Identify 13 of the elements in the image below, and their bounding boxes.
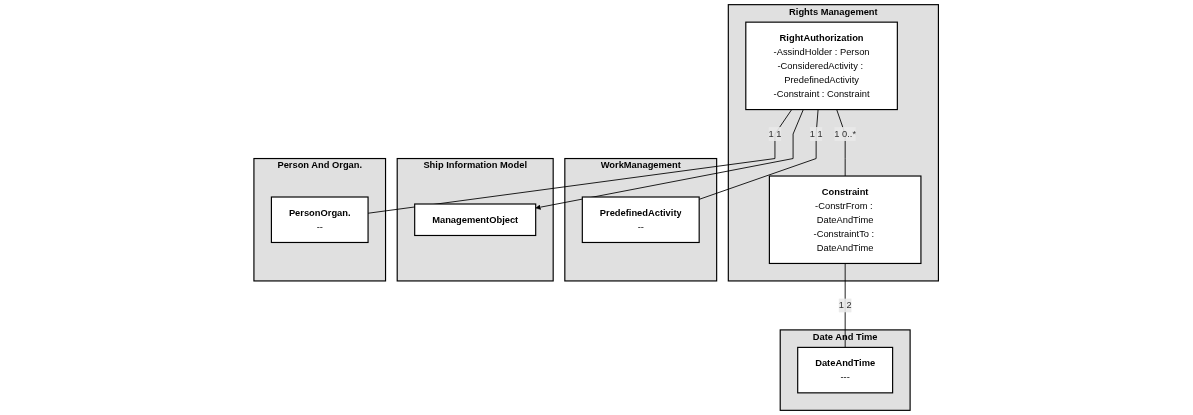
- edge-label: 1 2: [839, 300, 852, 311]
- edge-label: 1 1: [768, 128, 782, 139]
- node-box: ManagementObject: [414, 203, 537, 237]
- node-box: PersonOrgan. --: [271, 196, 369, 244]
- edge-label: 1 0..*: [834, 128, 857, 139]
- node-box: Constraint -ConstrFrom : DateAndTime -ConstraintTo : DateAndTime: [769, 175, 922, 265]
- connector: [836, 109, 846, 177]
- edge-label: 1 1: [809, 128, 823, 139]
- connector: [845, 263, 846, 348]
- node-box: DateAndTime ---: [797, 346, 894, 394]
- node-box: RightAuthorization -AssindHolder : Person -ConsideredActivity : PredefinedActivity -Constraint : Constraint: [745, 21, 899, 111]
- connector: [699, 109, 819, 200]
- node-box: PredefinedActivity --: [582, 196, 701, 244]
